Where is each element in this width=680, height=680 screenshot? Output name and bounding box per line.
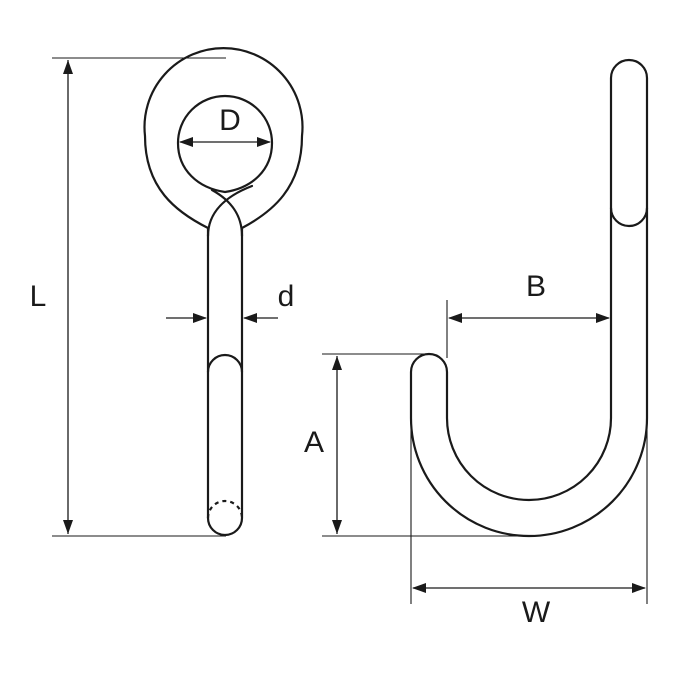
dim-B-arrow-right bbox=[596, 313, 610, 323]
dim-D-arrow-right bbox=[257, 137, 271, 147]
eye-hook-outline bbox=[143, 47, 304, 537]
dimension-L: L bbox=[30, 57, 226, 537]
dim-L-arrow-top bbox=[63, 60, 73, 74]
shank-end-cap bbox=[206, 353, 244, 374]
eye-neck-crossover-2 bbox=[210, 188, 244, 238]
dim-W-arrow-right bbox=[632, 583, 646, 593]
dim-W-arrow-left bbox=[412, 583, 426, 593]
label-L: L bbox=[30, 280, 47, 313]
dim-d-arrow-left bbox=[193, 313, 207, 323]
dimension-d: d bbox=[166, 280, 294, 323]
eye-hook bbox=[143, 47, 304, 537]
dim-B-arrow-left bbox=[448, 313, 462, 323]
j-hook bbox=[409, 58, 649, 538]
dim-A-arrow-bottom bbox=[332, 520, 342, 534]
label-W: W bbox=[522, 596, 551, 629]
dimension-D: D bbox=[179, 104, 271, 147]
dimension-A: A bbox=[304, 353, 528, 537]
label-B: B bbox=[526, 270, 546, 303]
j-hook-tip-cap bbox=[609, 206, 649, 228]
label-A: A bbox=[304, 426, 324, 459]
dim-D-arrow-left bbox=[179, 137, 193, 147]
dim-d-arrow-right bbox=[243, 313, 257, 323]
eye-neck-crossover bbox=[206, 184, 254, 238]
dim-A-arrow-top bbox=[332, 356, 342, 370]
dimension-B: B bbox=[446, 270, 610, 358]
label-d: d bbox=[278, 280, 295, 313]
dimension-W: W bbox=[410, 430, 648, 629]
label-D: D bbox=[219, 104, 241, 137]
dim-L-arrow-bottom bbox=[63, 520, 73, 534]
j-hook-outline bbox=[409, 58, 649, 538]
eye-inner-outline bbox=[176, 94, 274, 194]
shank-end-hidden bbox=[206, 499, 244, 519]
